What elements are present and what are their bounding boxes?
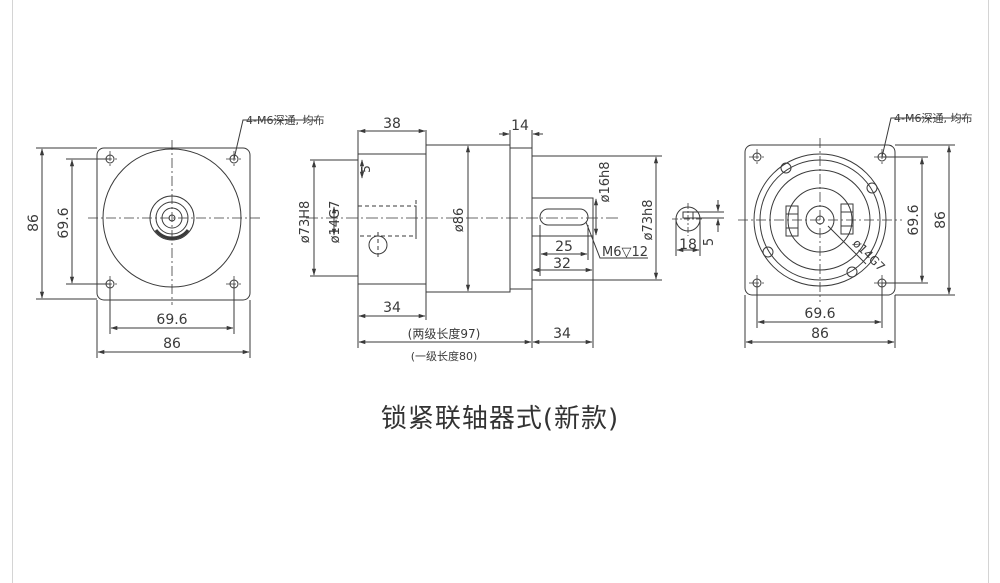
side-dim-34-right: 34 xyxy=(553,326,571,342)
side-dim-34-left: 34 xyxy=(383,300,401,316)
right-front-view xyxy=(738,117,966,348)
side-dim-key-length: 25 xyxy=(555,239,573,255)
right-callout: 4-M6深通, 均布 xyxy=(894,112,972,125)
right-dim-width-outer: 86 xyxy=(811,326,829,342)
side-view xyxy=(306,128,662,348)
side-output-flange xyxy=(509,147,533,290)
side-dim-shaft: ø16h8 xyxy=(598,161,613,202)
right-dim-height-inner: 69.6 xyxy=(906,204,922,235)
side-dim-bore-left: ø73H8 xyxy=(298,201,313,244)
right-ring-holes xyxy=(762,162,878,278)
side-dim-total-one-stage: (一级长度80) xyxy=(411,349,478,363)
side-dim-shaft-length: 32 xyxy=(553,256,571,272)
right-dim-height-outer: 86 xyxy=(933,211,949,229)
side-dim-14: 14 xyxy=(511,118,529,134)
left-dim-width-inner: 69.6 xyxy=(156,312,187,328)
side-output-shaft xyxy=(531,197,594,237)
frame-left-line xyxy=(12,0,13,583)
left-dim-width-outer: 86 xyxy=(163,336,181,352)
side-dim-bore-right: ø73h8 xyxy=(641,199,656,240)
left-flange-square xyxy=(96,147,251,301)
side-dim-38: 38 xyxy=(383,116,401,132)
side-dim-key-height: 5 xyxy=(359,165,373,173)
left-front-view xyxy=(36,119,315,358)
section-dim-width: 18 xyxy=(679,237,697,253)
left-dim-height-inner: 69.6 xyxy=(56,207,72,238)
side-dim-total-two-stage: (两级长度97) xyxy=(408,326,481,341)
side-dim-thread: M6▽12 xyxy=(602,245,648,260)
right-dim-width-inner: 69.6 xyxy=(804,306,835,322)
left-dim-height-outer: 86 xyxy=(26,214,42,232)
side-dim-bore-inner: ø14G7 xyxy=(328,201,343,244)
section-dim-height: 5 xyxy=(702,238,717,246)
side-dim-body: ø86 xyxy=(452,208,467,233)
shaft-section-view xyxy=(672,200,724,256)
frame-right-line xyxy=(988,0,989,583)
left-callout: 4-M6深通, 均布 xyxy=(246,114,324,127)
drawing-caption: 锁紧联轴器式(新款) xyxy=(380,404,620,434)
